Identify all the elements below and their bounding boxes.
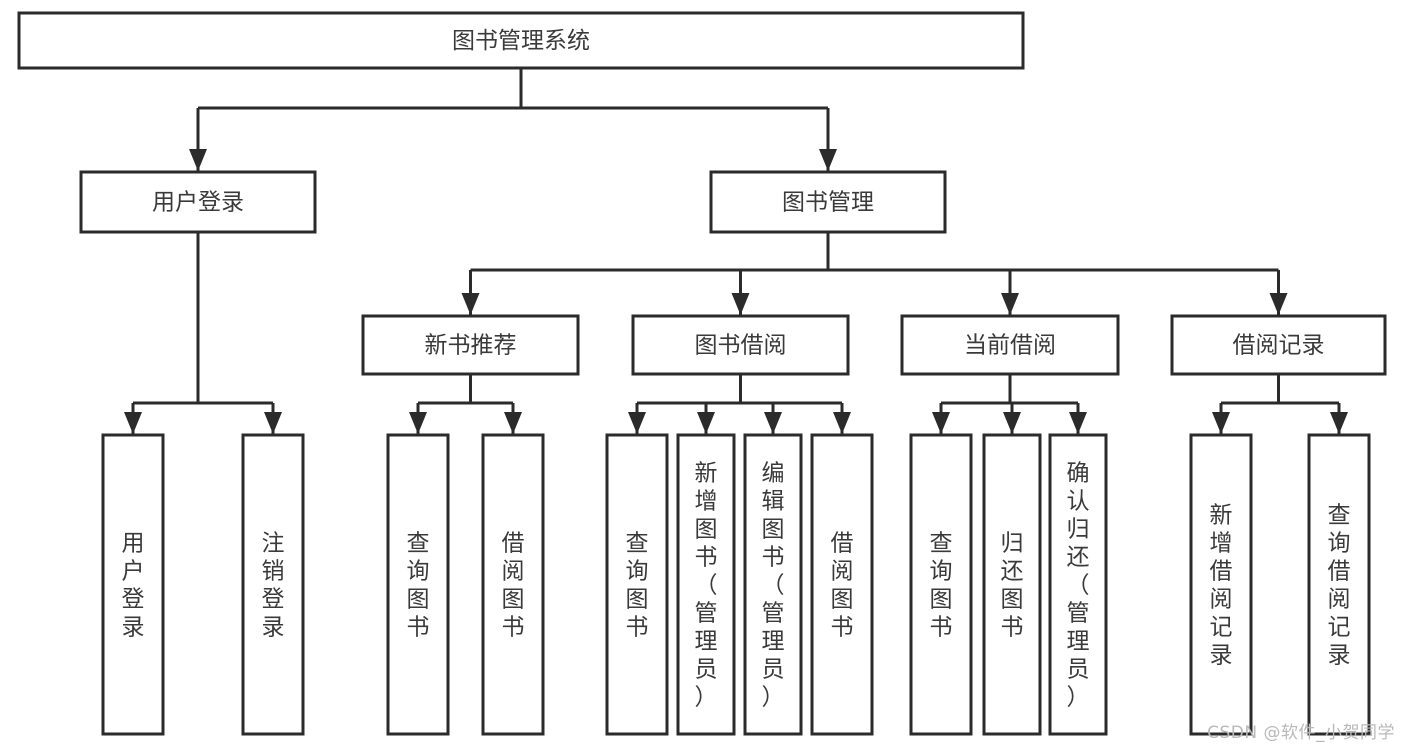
node-border	[101, 433, 165, 736]
node-border	[361, 314, 580, 376]
node-border	[909, 433, 973, 736]
node-label: 借阅记录	[1233, 333, 1325, 359]
leaf-label: 查询借阅记录	[1328, 502, 1351, 668]
node-label: 图书管理系统	[452, 28, 590, 54]
node-border	[1170, 314, 1387, 376]
leaf-label: 编辑图书（管理员）	[762, 460, 785, 710]
node-border	[810, 433, 874, 736]
node-label: 用户登录	[152, 190, 244, 216]
node-new-book-recommend[interactable]: 新书推荐	[361, 314, 580, 376]
arrow-head-icon	[1212, 412, 1230, 434]
leaf-return-book[interactable]: 归还图书	[982, 433, 1042, 736]
leaf-query-book[interactable]: 查询图书	[605, 433, 669, 736]
leaf-label: 新增借阅记录	[1210, 502, 1233, 668]
leaf-label: 新增图书（管理员）	[695, 460, 718, 710]
node-border	[900, 314, 1120, 376]
arrow-head-icon	[819, 149, 837, 171]
leaf-label: 借阅图书	[502, 530, 525, 640]
node-border	[982, 433, 1042, 736]
node-book-management[interactable]: 图书管理	[709, 170, 947, 234]
arrow-head-icon	[124, 412, 142, 434]
leaf-logout-login[interactable]: 注销登录	[241, 433, 305, 736]
leaves-layer: 用户登录 注销登录 查询图书 借阅图书 查询图书 新增图书（管理员） 编辑图书（管理员） 借阅…	[101, 433, 1371, 736]
node-label: 图书借阅	[695, 333, 787, 359]
arrow-head-icon	[1330, 412, 1348, 434]
node-border	[631, 314, 850, 376]
arrow-head-icon	[1269, 293, 1288, 315]
node-border	[676, 433, 736, 736]
leaf-query-book-rec[interactable]: 查询图书	[386, 433, 450, 736]
leaf-user-login[interactable]: 用户登录	[101, 433, 165, 736]
leaf-query-borrow-rec[interactable]: 查询借阅记录	[1307, 433, 1371, 736]
arrow-head-icon	[697, 412, 715, 434]
leaf-label: 确认归还（管理员）	[1067, 460, 1090, 710]
node-border	[481, 433, 545, 736]
node-border	[1189, 433, 1253, 736]
leaf-label: 查询图书	[930, 530, 953, 640]
node-border	[1048, 433, 1108, 736]
leaf-label: 注销登录	[262, 530, 285, 640]
node-current-borrow[interactable]: 当前借阅	[900, 314, 1120, 376]
node-border	[743, 433, 803, 736]
node-border	[79, 170, 317, 234]
node-border	[386, 433, 450, 736]
arrow-head-icon	[764, 412, 782, 434]
leaf-label: 归还图书	[1001, 530, 1024, 640]
leaf-label: 查询图书	[407, 530, 430, 640]
node-border	[709, 170, 947, 234]
node-border	[1307, 433, 1371, 736]
leaf-confirm-return[interactable]: 确认归还（管理员）	[1048, 433, 1108, 736]
node-label: 新书推荐	[425, 333, 517, 359]
arrow-head-icon	[1003, 412, 1021, 434]
arrow-head-icon	[1001, 293, 1019, 315]
node-border	[17, 11, 1025, 70]
leaf-add-borrow-rec[interactable]: 新增借阅记录	[1189, 433, 1253, 736]
leaf-edit-book-admin[interactable]: 编辑图书（管理员）	[743, 433, 803, 736]
leaf-label: 查询图书	[626, 530, 649, 640]
arrow-head-icon	[1069, 412, 1087, 434]
node-label: 图书管理	[782, 190, 874, 216]
node-borrow-record[interactable]: 借阅记录	[1170, 314, 1387, 376]
leaf-borrow-book[interactable]: 借阅图书	[810, 433, 874, 736]
arrow-head-icon	[461, 293, 480, 315]
csdn-watermark: CSDN @软件_小贺同学	[1207, 723, 1395, 743]
node-book-borrow[interactable]: 图书借阅	[631, 314, 850, 376]
arrow-head-icon	[504, 412, 522, 434]
arrow-head-icon	[264, 412, 282, 434]
node-book-management-system[interactable]: 图书管理系统	[17, 11, 1025, 70]
leaf-label: 借阅图书	[831, 530, 854, 640]
leaf-query-book-cur[interactable]: 查询图书	[909, 433, 973, 736]
leaf-label: 用户登录	[122, 530, 145, 640]
leaf-borrow-book-rec[interactable]: 借阅图书	[481, 433, 545, 736]
arrow-head-icon	[731, 293, 750, 315]
arrow-head-icon	[932, 412, 950, 434]
node-label: 当前借阅	[964, 333, 1056, 359]
node-border	[241, 433, 305, 736]
arrow-head-icon	[833, 412, 851, 434]
leaf-add-book-admin[interactable]: 新增图书（管理员）	[676, 433, 736, 736]
arrow-head-icon	[409, 412, 427, 434]
arrow-head-icon	[628, 412, 646, 434]
arrow-head-icon	[189, 149, 207, 171]
node-user-login[interactable]: 用户登录	[79, 170, 317, 234]
edges-layer	[124, 68, 1348, 434]
node-border	[605, 433, 669, 736]
